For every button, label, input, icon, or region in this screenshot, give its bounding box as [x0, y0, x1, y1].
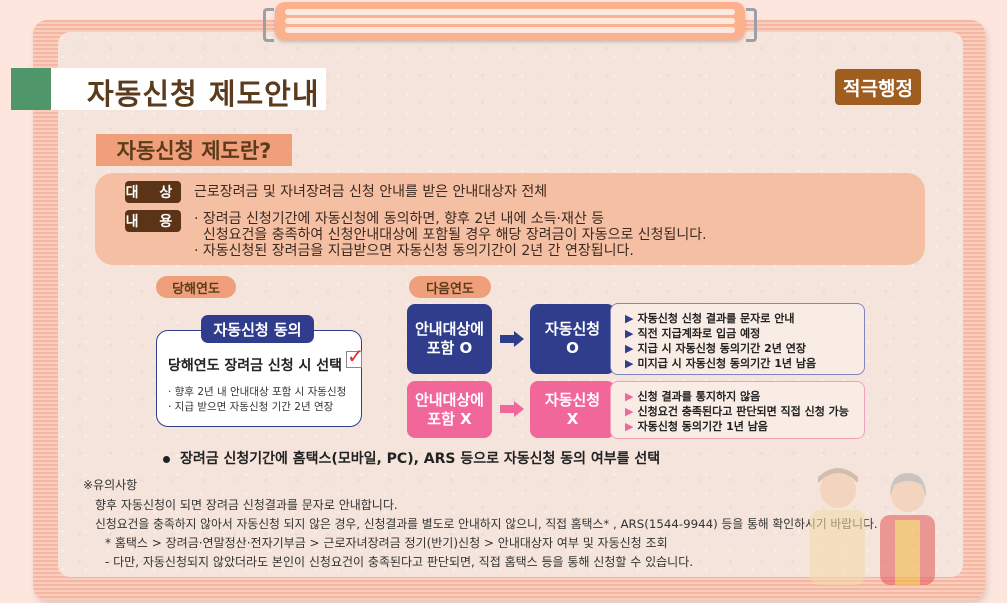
excluded-condition-box: 안내대상에 포함 X — [407, 381, 492, 438]
next-year-tag: 다음연도 — [409, 276, 491, 298]
page-title-bar: 자동신청 제도안내 — [11, 68, 326, 111]
bullet-dot-icon — [163, 455, 170, 463]
result-item: ▶자동신청 동의기간 1년 남음 — [625, 420, 768, 433]
page-title: 자동신청 제도안내 — [87, 77, 320, 111]
elderly-couple-illustration — [810, 468, 935, 585]
binder-line — [285, 9, 735, 15]
consent-title: 자동신청 동의 — [201, 315, 314, 343]
result-item: ▶지급 시 자동신청 동의기간 2년 연장 — [625, 342, 806, 355]
active-admin-badge: 적극행정 — [835, 69, 921, 105]
notes-heading: ※유의사항 — [83, 478, 138, 492]
result-item: ▶신청 결과를 통지하지 않음 — [625, 390, 761, 403]
clip-right-icon — [746, 8, 757, 42]
section-subtitle: 자동신청 제도란? — [96, 134, 292, 166]
included-result-line: O — [566, 339, 579, 357]
triangle-right-icon: ▶ — [625, 420, 634, 433]
result-item: ▶직전 지급계좌로 입금 예정 — [625, 327, 761, 340]
included-result-list: ▶자동신청 신청 결과를 문자로 안내 ▶직전 지급계좌로 입금 예정 ▶지급 … — [610, 303, 865, 375]
excluded-result-line: X — [566, 409, 579, 428]
binder-clip-decoration — [263, 2, 757, 42]
arrow-right-icon — [500, 401, 524, 417]
triangle-right-icon: ▶ — [625, 312, 634, 325]
clip-left-icon — [263, 8, 274, 42]
title-accent — [11, 68, 51, 110]
excluded-result-list: ▶신청 결과를 통지하지 않음 ▶신청요건 충족된다고 판단되면 직접 신청 가… — [610, 381, 865, 439]
triangle-right-icon: ▶ — [625, 342, 634, 355]
consent-note: · 지급 받으면 자동신청 기간 2년 연장 — [168, 401, 334, 413]
consent-main-text: 당해연도 장려금 신청 시 선택 — [168, 358, 343, 374]
target-label: 대 상 — [125, 181, 181, 203]
included-condition-box: 안내대상에 포함 O — [407, 304, 492, 374]
result-item: ▶미지급 시 자동신청 동의기간 1년 남음 — [625, 357, 817, 370]
notes-line: 향후 자동신청이 되면 장려금 신청결과를 문자로 안내합니다. — [95, 498, 398, 512]
bullet-summary: 장려금 신청기간에 홈택스(모바일, PC), ARS 등으로 자동신청 동의 … — [163, 448, 660, 468]
triangle-right-icon: ▶ — [625, 405, 634, 418]
content-line: 신청요건을 충족하여 신청안내대상에 포함될 경우 해당 장려금이 자동으로 신… — [194, 227, 707, 243]
check-icon: ✓ — [347, 344, 364, 368]
excluded-condition-line: 안내대상에 — [414, 390, 484, 409]
notes-line: 신청요건을 충족하지 않아서 자동신청 되지 않은 경우, 신청결과를 별도로 … — [95, 517, 878, 531]
binder-line — [285, 18, 735, 24]
consent-note: · 향후 2년 내 안내대상 포함 시 자동신청 — [168, 386, 347, 398]
included-condition-line: 안내대상에 — [414, 320, 484, 338]
binder-line — [285, 27, 735, 33]
excluded-result-line: 자동신청 — [544, 390, 601, 409]
notes-line: * 홈택스 > 장려금·연말정산·전자기부금 > 근로자녀장려금 정기(반기)신… — [105, 536, 668, 550]
result-item: ▶신청요건 충족된다고 판단되면 직접 신청 가능 — [625, 405, 849, 418]
notes-line: - 다만, 자동신청되지 않았더라도 본인이 신청요건이 충족된다고 판단되면,… — [105, 555, 694, 569]
excluded-condition-line: 포함 X — [427, 409, 472, 428]
arrow-right-icon — [500, 331, 524, 347]
excluded-result-box: 자동신청 X — [530, 381, 615, 438]
target-text: 근로장려금 및 자녀장려금 신청 안내를 받은 안내대상자 전체 — [194, 184, 548, 200]
triangle-right-icon: ▶ — [625, 327, 634, 340]
content-line: · 장려금 신청기간에 자동신청에 동의하면, 향후 2년 내에 소득·재산 등 — [194, 211, 605, 227]
included-result-line: 자동신청 — [544, 320, 601, 338]
info-box — [95, 173, 925, 265]
consent-checkbox: ✓ — [346, 344, 364, 368]
content-label: 내 용 — [125, 210, 181, 232]
current-year-tag: 당해연도 — [156, 276, 236, 298]
included-result-box: 자동신청 O — [530, 304, 615, 374]
triangle-right-icon: ▶ — [625, 357, 634, 370]
consent-box — [156, 330, 362, 427]
triangle-right-icon: ▶ — [625, 390, 634, 403]
content-line: · 자동신청된 장려금을 지급받으면 자동신청 동의기간이 2년 간 연장됩니다… — [194, 243, 634, 259]
result-item: ▶자동신청 신청 결과를 문자로 안내 — [625, 312, 795, 325]
included-condition-line: 포함 O — [426, 339, 473, 357]
